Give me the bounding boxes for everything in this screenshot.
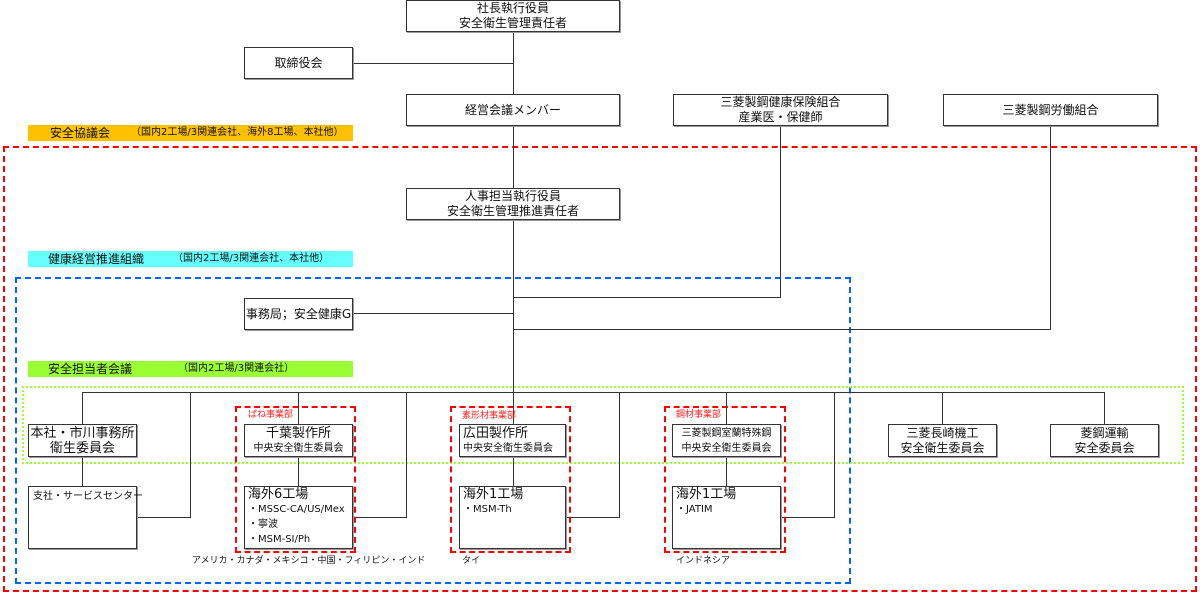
president-role: 安全衛生管理責任者 (458, 16, 567, 30)
hr-officer-title: 人事担当執行役員 (464, 189, 561, 203)
secretariat-label: 事務局；安全健康G (245, 306, 352, 321)
hirota-box: 広田製作所 中央安全衛生委員会 (459, 424, 566, 457)
drop-muroran (726, 392, 727, 425)
forming-overseas-title: 海外1工場 (463, 487, 524, 502)
health-org-band: 健康経営推進組織 （国内2工場/3関連会社、本社他） (28, 251, 353, 267)
spring-overseas-link (352, 517, 407, 518)
hirota-name: 広田製作所 (463, 425, 529, 441)
hr-officer-box: 人事担当執行役員 安全衛生管理推進責任者 (406, 188, 620, 220)
muroran-to-overseas-line (726, 456, 727, 486)
drop-hq (82, 392, 83, 425)
muroran-name: 三菱製鋼室蘭特殊鋼 (681, 427, 772, 439)
spring-overseas-caption: アメリカ・カナダ・メキシコ・中国・フィリピン・インド (192, 556, 426, 566)
management-box: 経営会議メンバー (406, 94, 620, 126)
drop-hirota (513, 392, 514, 425)
chiba-committee: 中央安全衛生委員会 (253, 442, 344, 454)
spring-overseas-item: ・MSM-SI/Ph (248, 534, 311, 545)
drop-branch-path (190, 392, 191, 518)
forming-overseas-link (566, 517, 620, 518)
safety-council-title: 安全協議会 (50, 126, 111, 140)
forming-overseas-box: 海外1工場 ・MSM-Th (459, 486, 566, 549)
hirota-committee: 中央安全衛生委員会 (463, 442, 553, 454)
health-insurance-connector-h (513, 297, 781, 298)
president-title: 社長執行役員 (476, 1, 549, 15)
board-connector (352, 63, 513, 64)
health-insurance-box: 三菱製鋼健康保険組合 産業医・保健師 (673, 94, 888, 126)
nagasaki-committee: 安全衛生委員会 (900, 440, 985, 455)
spring-overseas-item: ・MSSC-CA/US/Mex (248, 504, 345, 515)
steel-overseas-item: ・JATIM (676, 504, 713, 515)
labor-union-connector-v (1050, 125, 1051, 330)
hq-committee-box: 本社・市川事務所 衛生委員会 (28, 424, 137, 457)
chiba-name: 千葉製作所 (265, 425, 331, 441)
spring-division-frame (235, 406, 356, 553)
health-insurance-staff: 産業医・保健師 (738, 110, 823, 124)
forming-overseas-caption: タイ (462, 556, 481, 566)
muroran-committee: 中央安全衛生委員会 (681, 442, 772, 454)
forming-overseas-item: ・MSM-Th (463, 504, 512, 515)
secretariat-connector (352, 313, 513, 314)
drop-nagasaki (942, 392, 943, 425)
labor-union-connector-h (513, 329, 1051, 330)
drop-spring-overseas (406, 392, 407, 518)
steel-overseas-link (780, 517, 835, 518)
chiba-box: 千葉製作所 中央安全衛生委員会 (244, 424, 353, 457)
management-label: 経営会議メンバー (464, 102, 561, 117)
safety-officers-note: （国内2工場/3関連会社） (178, 363, 295, 374)
health-org-note: （国内2工場/3関連会社、本社他） (173, 253, 330, 264)
safety-council-frame (3, 146, 1197, 592)
safety-officers-band: 安全担当者会議 （国内2工場/3関連会社） (28, 361, 353, 377)
secretariat-box: 事務局；安全健康G (244, 298, 353, 330)
branch-label: 支社・サービスセンター (33, 491, 143, 502)
drop-steel-overseas (834, 392, 835, 518)
board-box: 取締役会 (244, 47, 353, 79)
spring-overseas-item: ・寧波 (248, 519, 278, 530)
labor-union-label: 三菱製鋼労働組合 (1002, 102, 1099, 117)
forming-division-tag: 素形材事業部 (462, 411, 517, 421)
steel-overseas-caption: インドネシア (676, 556, 731, 566)
health-insurance-connector-v (780, 125, 781, 298)
muroran-box: 三菱製鋼室蘭特殊鋼 中央安全衛生委員会 (672, 424, 781, 457)
forming-division-frame (450, 406, 571, 553)
transport-committee: 安全委員会 (1074, 440, 1135, 455)
hirota-to-overseas-line (513, 456, 514, 486)
spring-overseas-box: 海外6工場 ・MSSC-CA/US/Mex ・寧波 ・MSM-SI/Ph (244, 486, 353, 549)
transport-name: 菱鋼運輸 (1080, 425, 1129, 440)
hq-to-branch-line (82, 456, 83, 486)
hr-officer-role: 安全衛生管理推進責任者 (446, 204, 579, 218)
spring-overseas-title: 海外6工場 (248, 487, 309, 502)
spring-division-tag: ばね事業部 (248, 410, 294, 420)
president-box: 社長執行役員 安全衛生管理責任者 (406, 0, 620, 32)
branch-box: 支社・サービスセンター (28, 486, 143, 549)
safety-council-band: 安全協議会 （国内2工場/3関連会社、海外8工場、本社他） (28, 125, 353, 141)
health-org-frame (15, 277, 851, 584)
steel-division-tag: 鋼材事業部 (676, 410, 722, 420)
drop-chiba (298, 392, 299, 425)
committee-bus-line (82, 392, 1104, 393)
steel-overseas-title: 海外1工場 (676, 487, 737, 502)
hq-committee: 衛生委員会 (49, 440, 115, 456)
health-org-title: 健康経営推進組織 (48, 252, 145, 266)
steel-overseas-box: 海外1工場 ・JATIM (672, 486, 781, 549)
drop-forming-overseas (619, 392, 620, 518)
labor-union-box: 三菱製鋼労働組合 (943, 94, 1158, 126)
nagasaki-box: 三菱長崎機工 安全衛生委員会 (888, 424, 997, 457)
steel-division-frame (664, 406, 786, 553)
hq-name: 本社・市川事務所 (30, 425, 135, 441)
safety-council-note: （国内2工場/3関連会社、海外8工場、本社他） (131, 127, 344, 138)
board-label: 取締役会 (274, 55, 323, 70)
transport-box: 菱鋼運輸 安全委員会 (1050, 424, 1159, 457)
drop-transport (1104, 392, 1105, 425)
safety-officers-title: 安全担当者会議 (48, 362, 133, 376)
branch-link (136, 517, 191, 518)
chiba-to-overseas-line (298, 456, 299, 486)
health-insurance-name: 三菱製鋼健康保険組合 (720, 95, 841, 109)
nagasaki-name: 三菱長崎機工 (906, 425, 979, 440)
safety-officers-frame (22, 386, 1184, 464)
